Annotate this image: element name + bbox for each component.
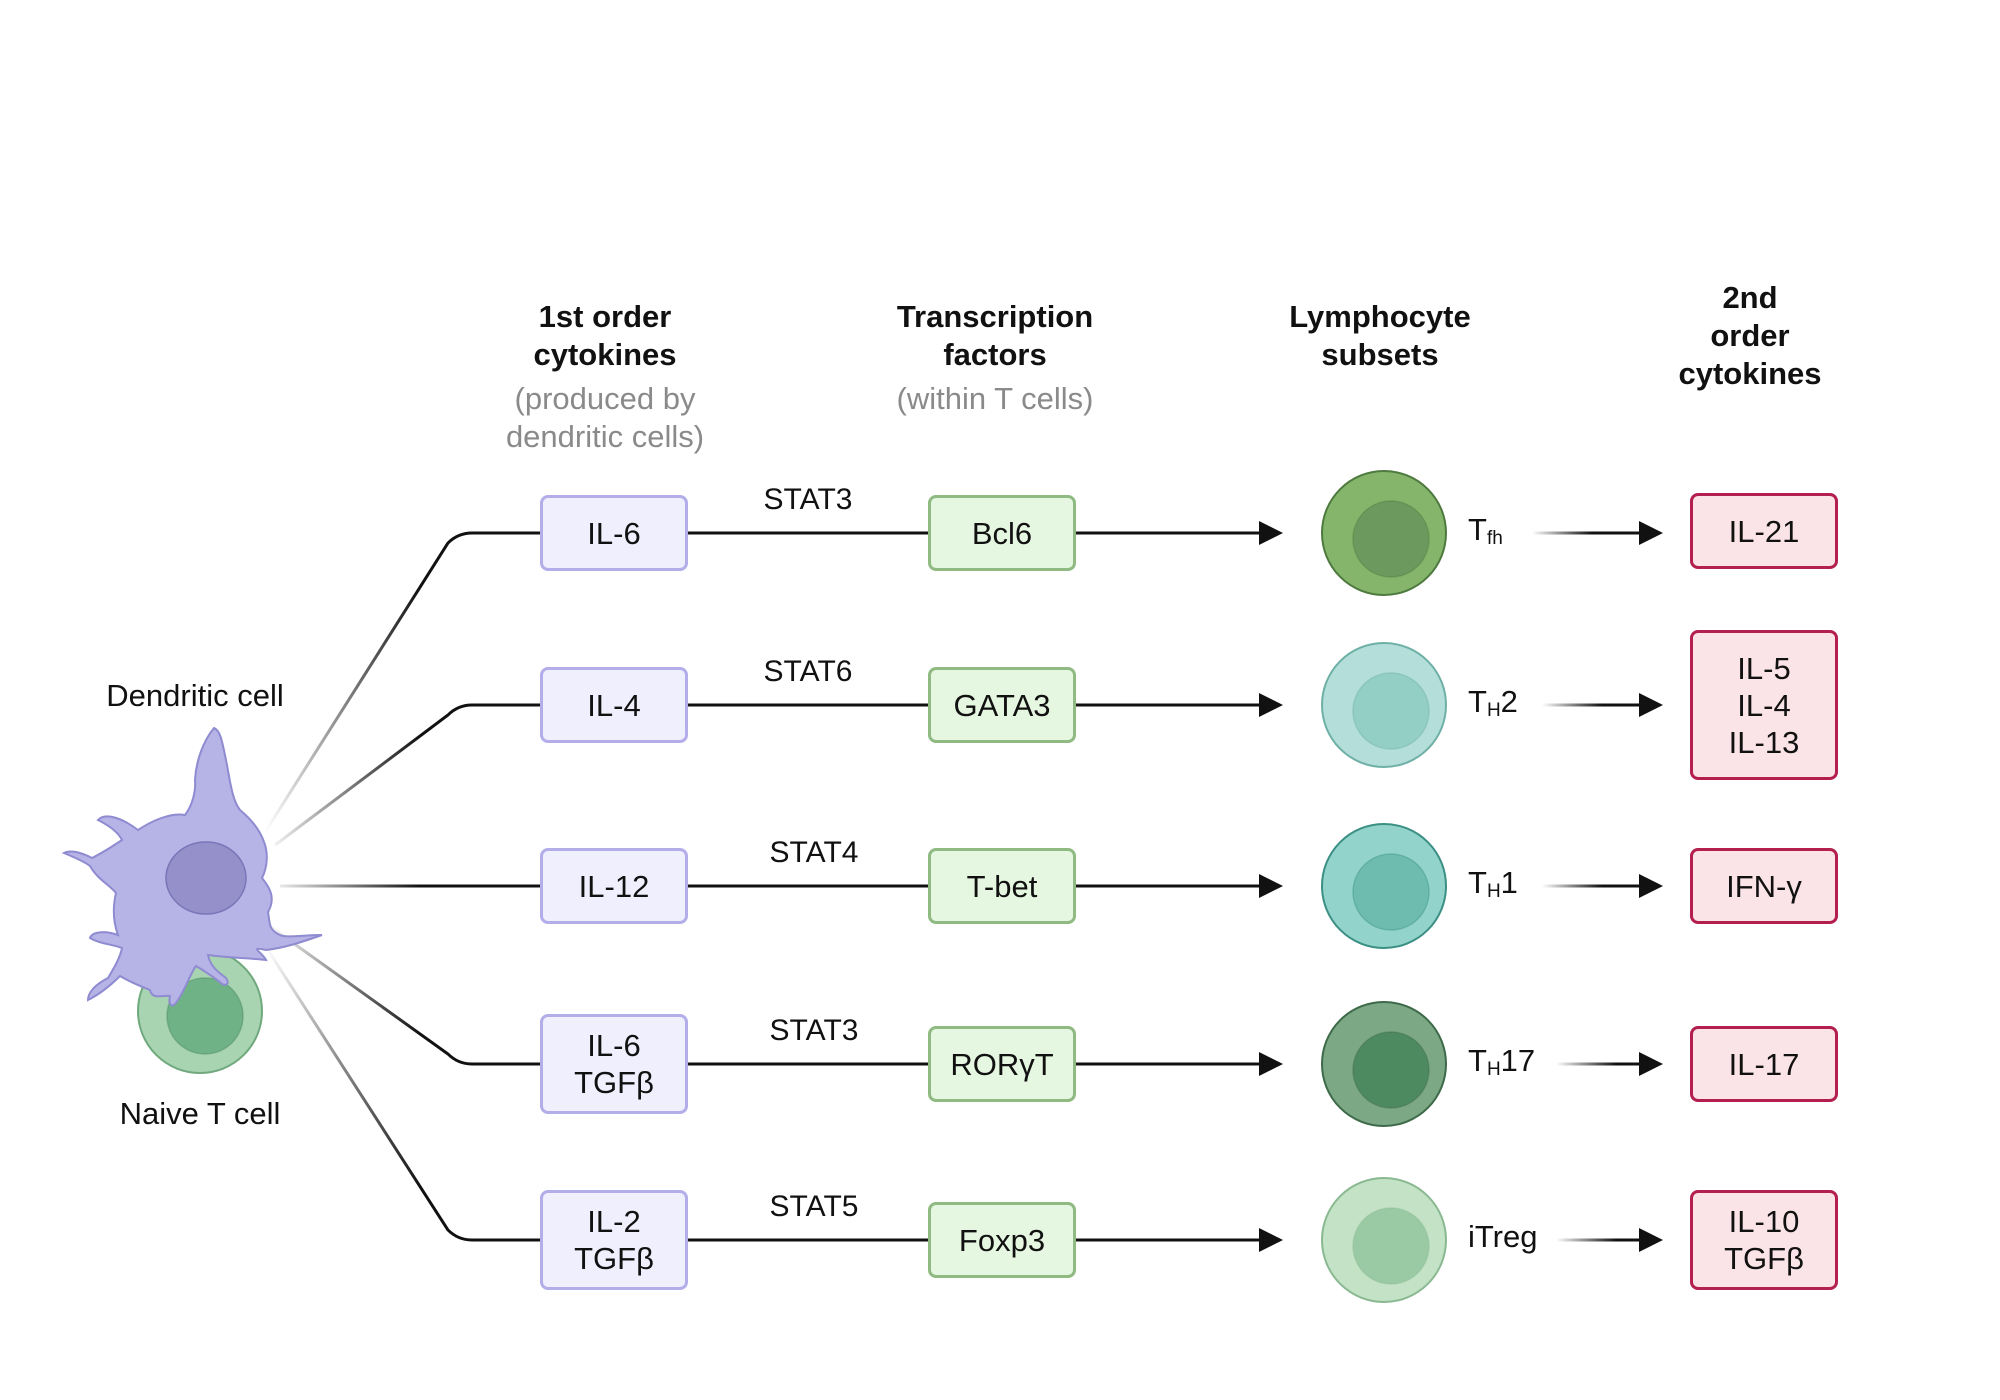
stat-label: STAT6: [763, 655, 853, 688]
transcription-factor-text: Foxp3: [958, 1222, 1046, 1258]
first-order-cytokine-text: IL-12: [578, 868, 650, 904]
stat-label: STAT3: [769, 1014, 859, 1047]
subset-suffix: 2: [1500, 684, 1518, 719]
transcription-factor-text: T-bet: [966, 868, 1038, 904]
header-second-order: 2nd order cytokines: [1640, 279, 1860, 393]
lymphocyte-nucleus-4: [1352, 1207, 1430, 1285]
first-order-cytokine-text: IL-4: [587, 687, 641, 723]
dendritic-cell-label: Dendritic cell: [106, 678, 284, 713]
transcription-factor-box: RORγT: [928, 1026, 1076, 1102]
lymphocyte-nucleus-0: [1352, 500, 1430, 578]
stat-label: STAT3: [763, 483, 853, 516]
naive-t-cell-label: Naive T cell: [119, 1096, 281, 1131]
header-first-order-subtitle: (produced by dendritic cells): [505, 381, 705, 454]
lymphocyte-subset-label: Tfh: [1468, 512, 1503, 550]
subset-suffix: 1: [1500, 865, 1518, 900]
header-transcription-title: Transcription factors: [896, 299, 1094, 372]
subset-prefix: T: [1468, 1043, 1487, 1078]
first-order-cytokine-box: IL-6: [540, 495, 688, 571]
fan-connector-4: [253, 929, 542, 1242]
lymphocyte-subset-label: TH1: [1468, 865, 1518, 903]
header-lymphocyte: Lymphocyte subsets: [1255, 298, 1505, 374]
first-order-cytokine-text: TGFβ: [574, 1241, 654, 1276]
second-order-cytokine-box: IFN-γ: [1690, 848, 1838, 924]
lymphocyte-subset-label: TH17: [1468, 1043, 1535, 1081]
lymphocyte-nucleus-3: [1352, 1031, 1430, 1109]
transcription-factor-box: GATA3: [928, 667, 1076, 743]
transcription-factor-text: RORγT: [950, 1046, 1054, 1082]
second-order-cytokine-box: IL-17: [1690, 1026, 1838, 1102]
second-order-cytokine-box: IL-21: [1690, 493, 1838, 569]
first-order-cytokine-text: IL-6: [587, 1028, 641, 1063]
subset-prefix: T: [1468, 512, 1487, 547]
fan-connector-3: [267, 923, 542, 1066]
lymphocyte-subset-label: iTreg: [1468, 1219, 1537, 1255]
header-transcription-subtitle: (within T cells): [896, 381, 1094, 416]
subset-subscript: H: [1486, 1059, 1501, 1080]
dendritic-cell-nucleus: [165, 841, 247, 915]
subset-subscript: H: [1486, 700, 1501, 721]
first-order-cytokine-text: IL-6: [587, 515, 641, 551]
first-order-cytokine-text: TGFβ: [574, 1065, 654, 1100]
header-second-order-title: 2nd order cytokines: [1678, 280, 1822, 391]
lymphocyte-subset-label: TH2: [1468, 684, 1518, 722]
naive-t-cell-nucleus: [166, 977, 244, 1055]
second-order-cytokine-text: IL-4: [1737, 687, 1791, 723]
second-order-cytokine-text: TGFβ: [1724, 1241, 1804, 1276]
first-order-cytokine-box: IL-12: [540, 848, 688, 924]
subset-prefix: iTreg: [1468, 1219, 1538, 1254]
subset-subscript: H: [1486, 881, 1501, 902]
second-order-cytokine-text: IL-17: [1728, 1046, 1800, 1082]
second-order-cytokine-text: IL-5: [1737, 650, 1791, 686]
lymphocyte-nucleus-2: [1352, 853, 1430, 931]
subset-suffix: 17: [1500, 1043, 1536, 1078]
lymphocyte-nucleus-1: [1352, 672, 1430, 750]
first-order-cytokine-text: IL-2: [587, 1204, 641, 1239]
subset-prefix: T: [1468, 684, 1487, 719]
second-order-cytokine-text: IFN-γ: [1726, 868, 1802, 904]
second-order-cytokine-text: IL-10: [1728, 1204, 1800, 1239]
header-lymphocyte-title: Lymphocyte subsets: [1289, 299, 1471, 372]
transcription-factor-text: Bcl6: [971, 515, 1033, 551]
transcription-factor-text: GATA3: [953, 687, 1051, 723]
header-first-order-title: 1st order cytokines: [533, 299, 677, 372]
header-transcription: Transcription factors (within T cells): [860, 298, 1130, 418]
subset-subscript: fh: [1486, 528, 1503, 549]
fan-connector-1: [274, 703, 542, 847]
stat-label: STAT5: [769, 1190, 859, 1223]
header-first-order: 1st order cytokines (produced by dendrit…: [490, 298, 720, 456]
stat-label: STAT4: [769, 836, 859, 869]
fan-connector-0: [258, 531, 542, 841]
first-order-cytokine-box: IL-4: [540, 667, 688, 743]
second-order-cytokine-text: IL-21: [1728, 513, 1800, 549]
second-order-cytokine-text: IL-13: [1728, 724, 1800, 760]
subset-prefix: T: [1468, 865, 1487, 900]
transcription-factor-box: Bcl6: [928, 495, 1076, 571]
transcription-factor-box: T-bet: [928, 848, 1076, 924]
transcription-factor-box: Foxp3: [928, 1202, 1076, 1278]
